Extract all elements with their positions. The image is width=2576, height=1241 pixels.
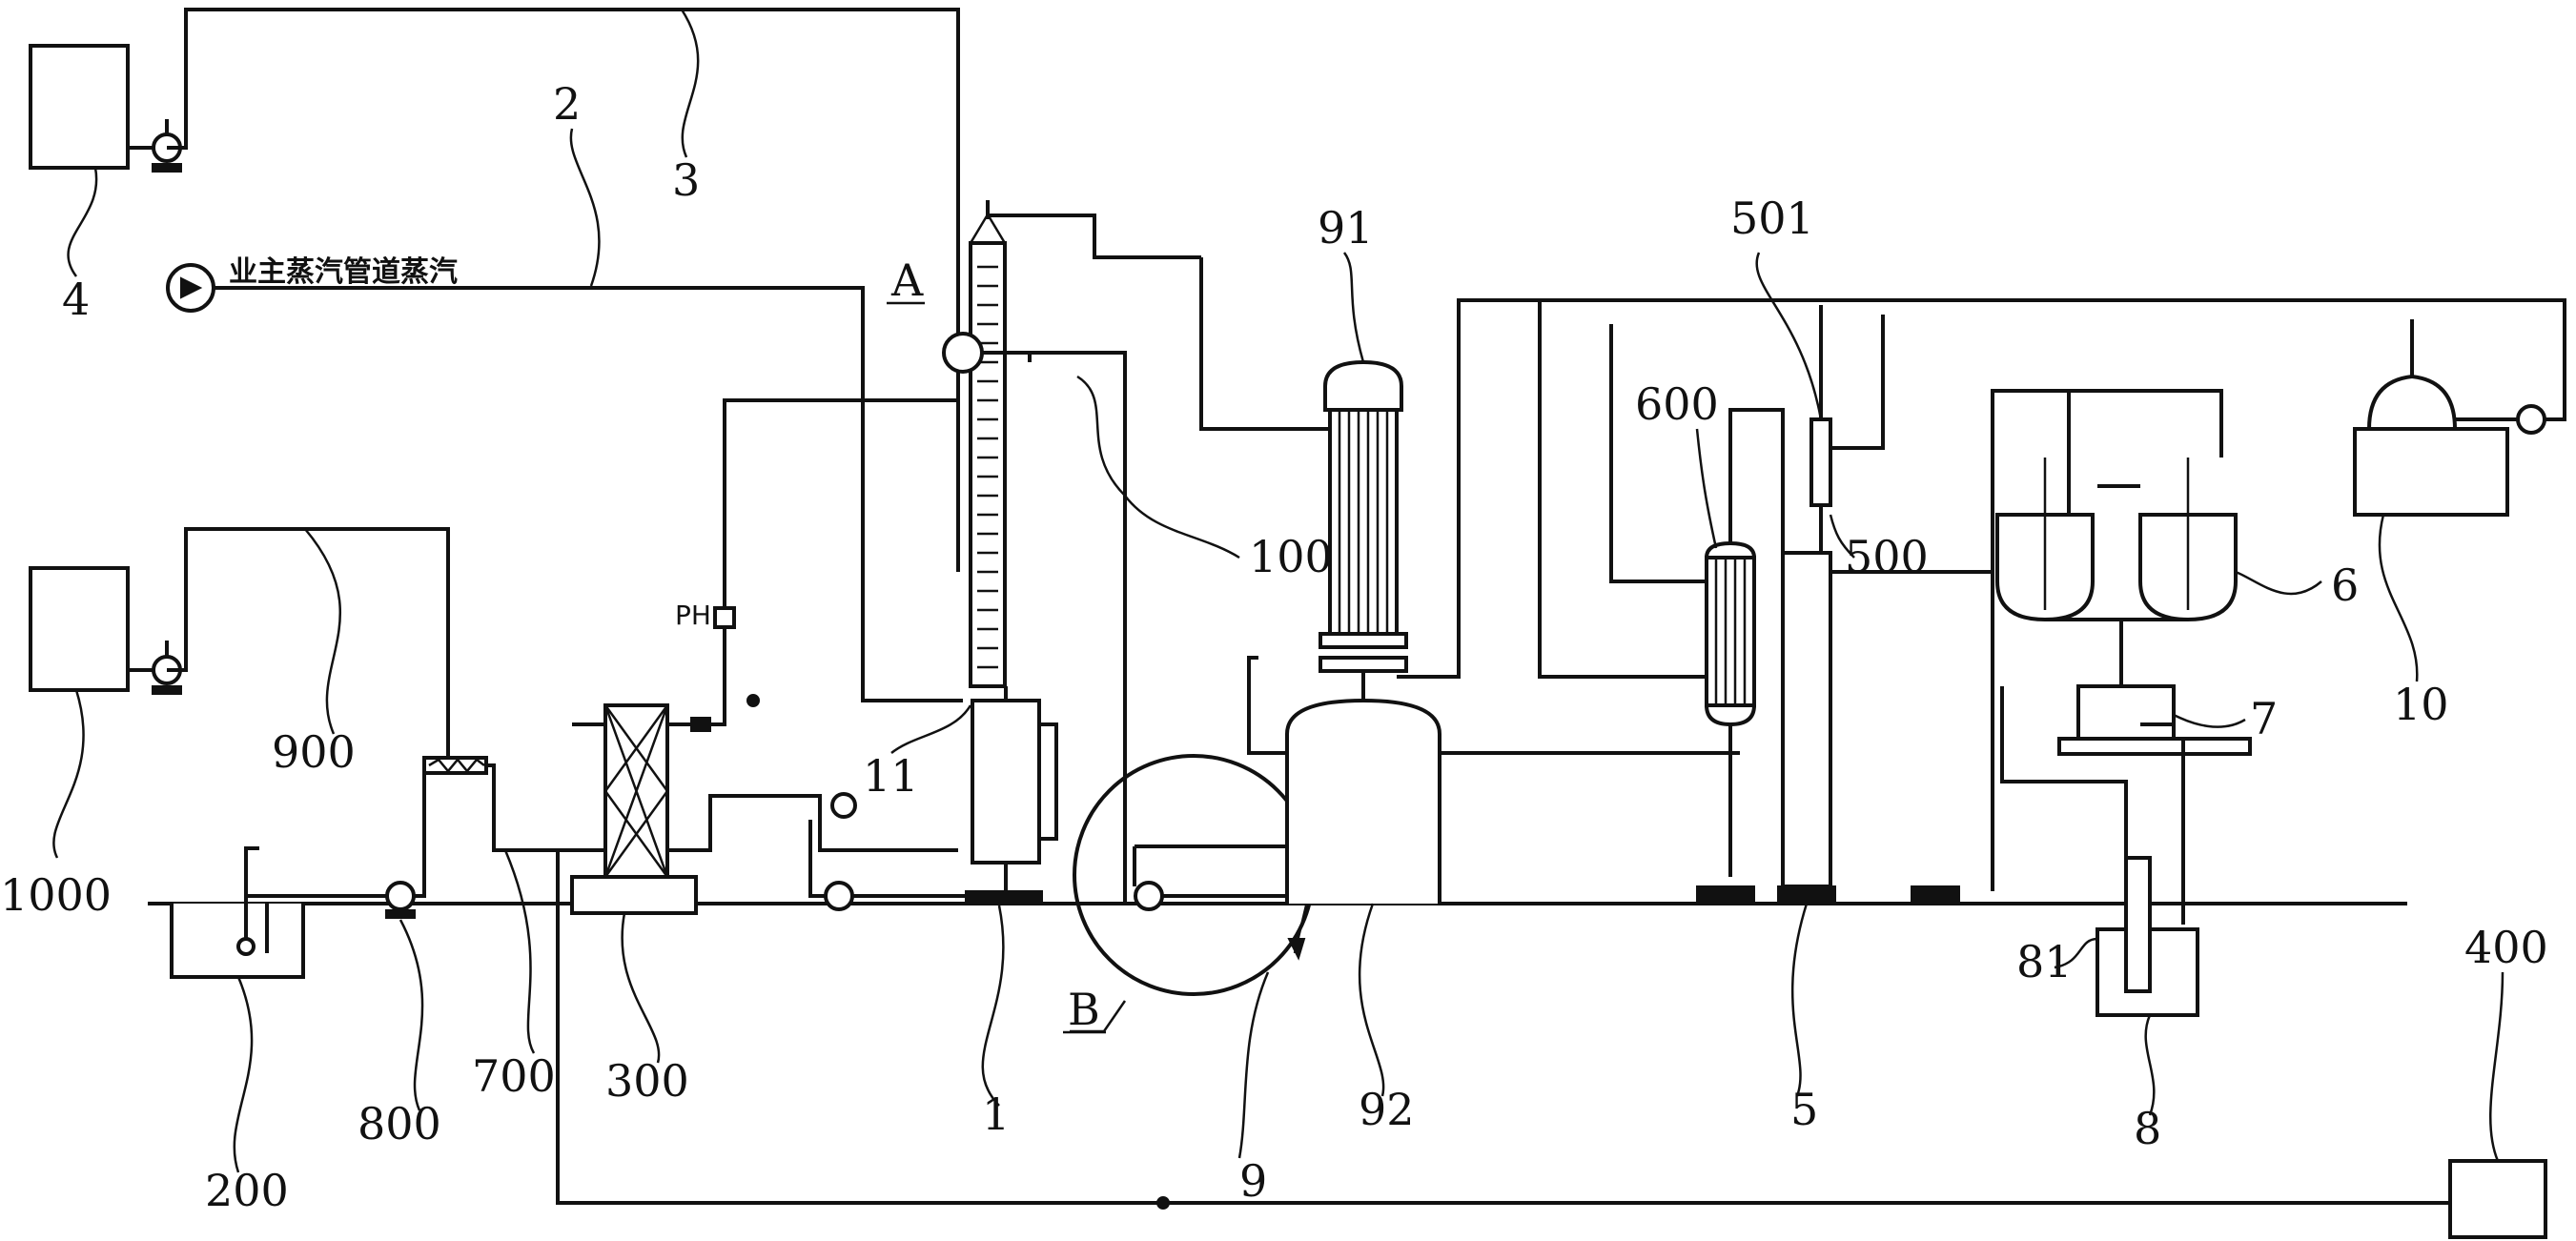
tank-1000 bbox=[29, 527, 450, 758]
bench-7 bbox=[2057, 620, 2252, 756]
detail-b bbox=[1070, 754, 1315, 1033]
box-400 bbox=[2448, 1159, 2547, 1239]
label-700: 700 bbox=[472, 1050, 556, 1102]
label-4: 4 bbox=[62, 274, 90, 325]
label-300: 300 bbox=[605, 1055, 689, 1107]
label-800: 800 bbox=[358, 1098, 441, 1149]
label-501: 501 bbox=[1730, 193, 1814, 244]
label-1000: 1000 bbox=[0, 869, 112, 921]
leader-lines bbox=[52, 9, 2504, 1173]
pump-800 bbox=[385, 770, 448, 919]
label-400: 400 bbox=[2464, 922, 2548, 973]
label-11: 11 bbox=[863, 750, 919, 802]
cooling-tower-10 bbox=[2353, 319, 2566, 517]
steam-source-label: 业主蒸汽管道蒸汽 bbox=[229, 255, 458, 289]
tank-4 bbox=[29, 8, 960, 572]
label-10: 10 bbox=[2393, 679, 2449, 730]
label-92: 92 bbox=[1359, 1084, 1415, 1135]
tank-92 bbox=[1247, 298, 2566, 904]
label-1: 1 bbox=[982, 1088, 1010, 1140]
label-a: A bbox=[890, 254, 924, 306]
tower-5 bbox=[1777, 305, 1994, 905]
label-3: 3 bbox=[672, 154, 700, 206]
label-7: 7 bbox=[2250, 693, 2278, 744]
condenser-91 bbox=[1199, 257, 1408, 673]
label-600: 600 bbox=[1635, 378, 1719, 430]
steam-source: 业主蒸汽管道蒸汽 bbox=[166, 255, 963, 702]
label-100: 100 bbox=[1249, 531, 1333, 582]
label-8: 8 bbox=[2134, 1103, 2161, 1154]
column-300: PH bbox=[570, 398, 958, 915]
mixer-900 bbox=[422, 756, 601, 852]
basin-200 bbox=[170, 846, 386, 979]
label-91: 91 bbox=[1318, 202, 1374, 254]
reactor-1 bbox=[942, 200, 1201, 905]
label-500: 500 bbox=[1845, 531, 1929, 582]
line-700-pipe bbox=[556, 850, 2450, 1205]
label-5: 5 bbox=[1790, 1084, 1818, 1135]
exchanger-600 bbox=[1538, 300, 1785, 905]
pit-8 bbox=[2000, 686, 2199, 1017]
ph-label: PH bbox=[675, 600, 711, 631]
label-b: B bbox=[1068, 984, 1100, 1035]
reactors-6 bbox=[1991, 389, 2238, 622]
label-6: 6 bbox=[2331, 559, 2359, 611]
pump-row-1 bbox=[808, 792, 968, 911]
label-900: 900 bbox=[272, 726, 356, 778]
label-9: 9 bbox=[1239, 1155, 1267, 1207]
label-2: 2 bbox=[553, 78, 581, 130]
label-200: 200 bbox=[205, 1165, 289, 1216]
label-81: 81 bbox=[2016, 936, 2073, 987]
